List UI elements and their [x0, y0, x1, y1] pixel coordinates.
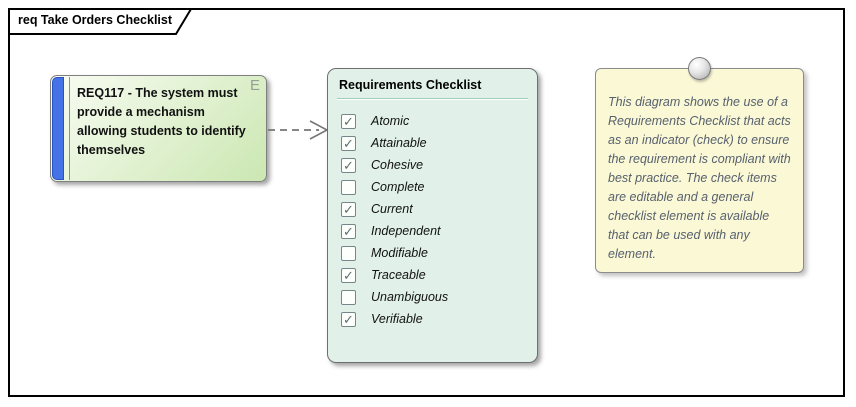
requirement-divider: [69, 77, 70, 180]
checklist-separator: [337, 98, 528, 100]
note-text: This diagram shows the use of a Requirem…: [608, 95, 791, 261]
checkbox-icon[interactable]: ✓: [341, 201, 356, 217]
checklist-item-label: Unambiguous: [371, 290, 449, 304]
checklist-item-label: Independent: [371, 224, 441, 238]
checkbox-icon[interactable]: ✓: [341, 135, 356, 151]
requirements-checklist-element[interactable]: Requirements Checklist ✓ Atomic ✓ Attain…: [327, 68, 538, 363]
checklist-title: Requirements Checklist: [339, 78, 482, 92]
checkmark-glyph: ✓: [343, 157, 354, 173]
checkmark-glyph: ✓: [343, 267, 354, 283]
checkbox-icon[interactable]: ✓: [341, 179, 356, 195]
note-pin-icon: [687, 57, 711, 80]
checkbox-icon[interactable]: ✓: [341, 113, 356, 129]
checklist-item-label: Current: [371, 202, 413, 216]
checklist-item-label: Modifiable: [371, 246, 428, 260]
element-adornment-e: E: [249, 77, 260, 94]
diagram-frame-tab: [8, 8, 193, 35]
checklist-item: ✓ Modifiable: [328, 242, 537, 264]
checkbox-icon[interactable]: ✓: [341, 157, 356, 173]
checklist-item: ✓ Atomic: [328, 110, 537, 132]
requirement-text: REQ117 - The system must provide a mecha…: [77, 86, 246, 157]
checkmark-glyph: ✓: [343, 223, 354, 239]
checkmark-glyph: ✓: [343, 113, 354, 129]
checklist-item-label: Traceable: [371, 268, 426, 282]
requirement-status-bar: [52, 77, 64, 180]
checklist-item: ✓ Unambiguous: [328, 286, 537, 308]
checkbox-icon[interactable]: ✓: [341, 311, 356, 327]
checklist-item: ✓ Current: [328, 198, 537, 220]
checkmark-glyph: ✓: [343, 201, 354, 217]
requirement-element[interactable]: E REQ117 - The system must provide a mec…: [50, 75, 267, 182]
checklist-item: ✓ Verifiable: [328, 308, 537, 330]
checkbox-icon[interactable]: ✓: [341, 223, 356, 239]
checkbox-icon[interactable]: ✓: [341, 289, 356, 305]
dependency-arrow[interactable]: [267, 118, 329, 142]
checklist-item-label: Complete: [371, 180, 425, 194]
checklist-item: ✓ Independent: [328, 220, 537, 242]
checklist-item-label: Atomic: [371, 114, 410, 128]
checkbox-icon[interactable]: ✓: [341, 267, 356, 283]
checklist-items: ✓ Atomic ✓ Attainable ✓ Cohesive ✓ Compl…: [328, 110, 537, 330]
checklist-item: ✓ Traceable: [328, 264, 537, 286]
checkmark-glyph: ✓: [343, 135, 354, 151]
checkmark-glyph: ✓: [343, 311, 354, 327]
checklist-item-label: Cohesive: [371, 158, 424, 172]
checkbox-icon[interactable]: ✓: [341, 245, 356, 261]
checklist-item: ✓ Attainable: [328, 132, 537, 154]
diagram-frame-label: req Take Orders Checklist: [18, 13, 173, 27]
checklist-item: ✓ Cohesive: [328, 154, 537, 176]
checklist-item: ✓ Complete: [328, 176, 537, 198]
checklist-item-label: Verifiable: [371, 312, 423, 326]
note-element[interactable]: This diagram shows the use of a Requirem…: [595, 57, 804, 273]
checklist-item-label: Attainable: [371, 136, 427, 150]
